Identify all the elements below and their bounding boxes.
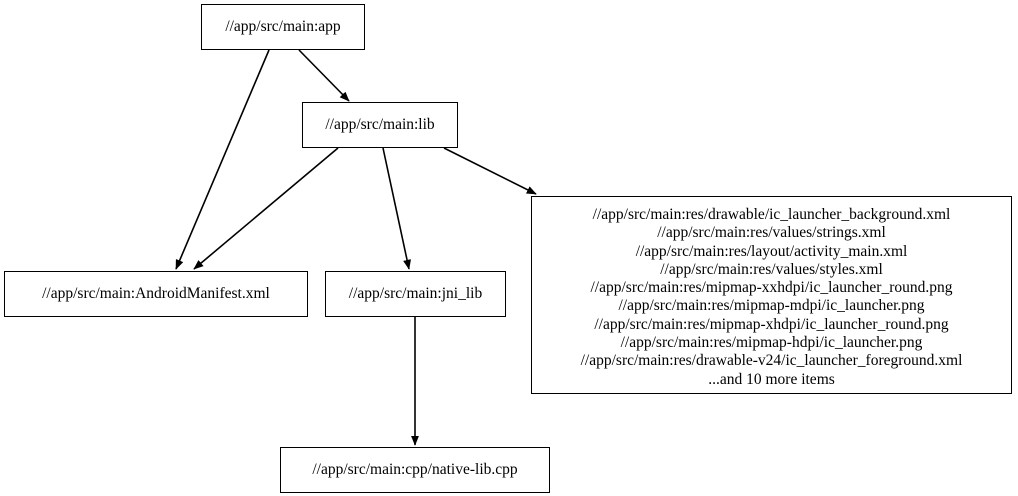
edge-lib-to-resources xyxy=(443,147,537,195)
node-jni-lib-label: //app/src/main:jni_lib xyxy=(348,285,483,303)
resources-list-item: //app/src/main:res/values/strings.xml xyxy=(657,224,886,242)
node-android-manifest[interactable]: //app/src/main:AndroidManifest.xml xyxy=(4,271,308,317)
node-lib-label: //app/src/main:lib xyxy=(325,116,435,134)
resources-list-item: //app/src/main:res/drawable/ic_launcher_… xyxy=(592,206,951,223)
node-jni-lib[interactable]: //app/src/main:jni_lib xyxy=(325,271,506,317)
resources-list-item: //app/src/main:res/mipmap-xxhdpi/ic_laun… xyxy=(590,279,953,297)
resources-list-item: //app/src/main:res/mipmap-hdpi/ic_launch… xyxy=(620,334,923,352)
node-native-lib-cpp-label: //app/src/main:cpp/native-lib.cpp xyxy=(312,461,518,479)
resources-list-item: //app/src/main:res/mipmap-mdpi/ic_launch… xyxy=(618,297,925,315)
node-android-manifest-label: //app/src/main:AndroidManifest.xml xyxy=(42,285,270,303)
node-lib[interactable]: //app/src/main:lib xyxy=(302,102,458,148)
node-resources-aggregate[interactable]: //app/src/main:res/drawable/ic_launcher_… xyxy=(531,196,1012,394)
node-native-lib-cpp[interactable]: //app/src/main:cpp/native-lib.cpp xyxy=(280,447,550,493)
edge-lib-to-jni-lib xyxy=(382,147,411,270)
node-app[interactable]: //app/src/main:app xyxy=(201,4,365,50)
resources-list-item: //app/src/main:res/mipmap-xhdpi/ic_launc… xyxy=(594,315,949,333)
resources-list-item: //app/src/main:res/values/styles.xml xyxy=(660,260,883,278)
edge-app-to-lib xyxy=(298,49,350,102)
edge-lib-to-manifest xyxy=(193,147,339,270)
resources-list-item: //app/src/main:res/layout/activity_main.… xyxy=(635,242,908,260)
resources-list-item: //app/src/main:res/drawable-v24/ic_launc… xyxy=(580,352,963,370)
resources-item-list: //app/src/main:res/drawable/ic_launcher_… xyxy=(538,206,1005,371)
edge-app-to-manifest xyxy=(175,49,270,270)
resources-more-label: ...and 10 more items xyxy=(708,370,835,388)
node-app-label: //app/src/main:app xyxy=(225,18,341,36)
